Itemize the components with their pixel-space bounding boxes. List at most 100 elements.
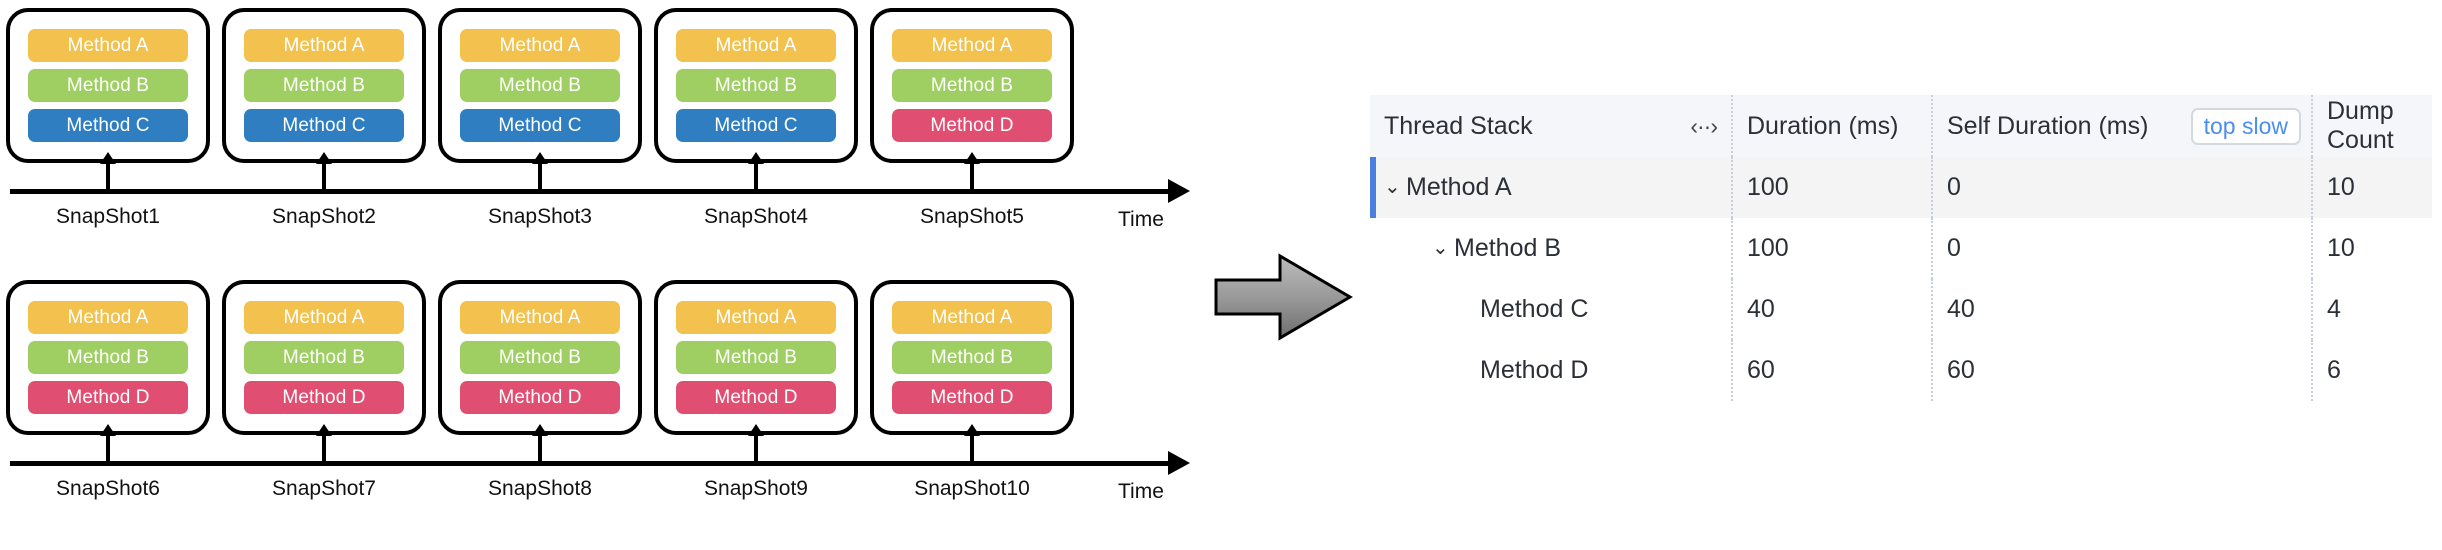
tick-cell (432, 152, 648, 189)
column-header-thread-stack[interactable]: Thread Stack ‹··› (1370, 95, 1733, 157)
snapshot-slot: Method A Method B Method D (216, 280, 432, 440)
snapshot-slot: Method A Method B Method D (648, 280, 864, 440)
method-bar: Method C (676, 109, 836, 142)
method-bar: Method A (244, 29, 404, 62)
tick-cell (432, 424, 648, 461)
snapshot-card[interactable]: Method A Method B Method C (222, 8, 426, 163)
column-header-duration[interactable]: Duration (ms) (1732, 95, 1933, 157)
table-row[interactable]: Method C 40 40 4 (1370, 279, 2432, 340)
tick-cell (216, 152, 432, 189)
cell-thread-stack[interactable]: Method D (1370, 340, 1733, 401)
timeline-row-1: Method A Method B Method C Method A Meth… (0, 8, 1200, 270)
thread-stack-table: Thread Stack ‹··› Duration (ms) Self Dur… (1370, 95, 2432, 401)
snapshot-slot: Method A Method B Method D (0, 280, 216, 440)
top-slow-button[interactable]: top slow (2190, 107, 2301, 145)
column-header-dump-count[interactable]: Dump Count (2312, 95, 2432, 157)
method-bar: Method B (892, 341, 1052, 374)
column-header-label: Duration (ms) (1747, 111, 1899, 140)
method-bar: Method B (244, 69, 404, 102)
table-row[interactable]: Method D 60 60 6 (1370, 340, 2432, 401)
method-bar: Method D (28, 381, 188, 414)
tick-strip (0, 424, 1160, 461)
method-bar: Method B (676, 69, 836, 102)
time-axis-arrow-icon (1168, 451, 1190, 475)
table-header-row: Thread Stack ‹··› Duration (ms) Self Dur… (1370, 95, 2432, 157)
method-bar: Method D (244, 381, 404, 414)
cell-dump-count: 6 (2312, 340, 2432, 401)
table-row[interactable]: ⌄ Method A 100 0 10 (1370, 157, 2432, 218)
chevron-down-icon[interactable]: ⌄ (1432, 237, 1449, 259)
snapshot-card[interactable]: Method A Method B Method C (438, 8, 642, 163)
time-axis-label: Time (1118, 208, 1164, 231)
snapshot-slot: Method A Method B Method C (216, 8, 432, 168)
snapshot-card[interactable]: Method A Method B Method D (6, 280, 210, 435)
method-bar: Method B (244, 341, 404, 374)
cell-dump-count: 4 (2312, 279, 2432, 340)
method-name: Method A (1406, 173, 1512, 201)
snapshot-card[interactable]: Method A Method B Method D (654, 280, 858, 435)
timeline-tick-icon (748, 424, 764, 461)
method-bar: Method A (676, 301, 836, 334)
cell-thread-stack[interactable]: Method C (1370, 279, 1733, 340)
time-axis-arrow-icon (1168, 179, 1190, 203)
axis-label-strip: SnapShot1 SnapShot2 SnapShot3 SnapShot4 … (0, 200, 1160, 234)
snapshot-card[interactable]: Method A Method B Method D (870, 8, 1074, 163)
snapshot-card[interactable]: Method A Method B Method D (222, 280, 426, 435)
snapshot-card-row-2: Method A Method B Method D Method A Meth… (0, 280, 1160, 440)
tick-cell (864, 152, 1080, 189)
method-bar: Method D (676, 381, 836, 414)
snapshot-label: SnapShot1 (56, 205, 160, 228)
snapshot-label: SnapShot5 (920, 205, 1024, 228)
table-row[interactable]: ⌄ Method B 100 0 10 (1370, 218, 2432, 279)
timeline-tick-icon (964, 424, 980, 461)
timeline-tick-icon (532, 152, 548, 189)
column-resize-icon[interactable]: ‹··› (1690, 112, 1718, 139)
cell-thread-stack[interactable]: ⌄ Method B (1370, 218, 1733, 279)
snapshot-card[interactable]: Method A Method B Method C (654, 8, 858, 163)
cell-dump-count: 10 (2312, 157, 2432, 218)
cell-dump-count: 10 (2312, 218, 2432, 279)
method-bar: Method A (892, 29, 1052, 62)
method-bar: Method B (460, 341, 620, 374)
tick-cell (864, 424, 1080, 461)
column-header-label: Self Duration (ms) (1947, 111, 2149, 140)
snapshot-slot: Method A Method B Method D (432, 280, 648, 440)
timeline-tick-icon (748, 152, 764, 189)
snapshot-label: SnapShot6 (56, 477, 160, 500)
method-name: Method D (1480, 356, 1589, 384)
timeline-tick-icon (532, 424, 548, 461)
cell-self-duration: 60 (1932, 340, 2313, 401)
time-axis-line (10, 461, 1170, 466)
method-name: Method B (1454, 234, 1562, 262)
snapshot-timeline-diagram: Method A Method B Method C Method A Meth… (0, 0, 1200, 550)
snapshot-label: SnapShot9 (704, 477, 808, 500)
method-name: Method C (1480, 295, 1589, 323)
timeline-tick-icon (100, 424, 116, 461)
snapshot-card[interactable]: Method A Method B Method D (438, 280, 642, 435)
method-bar: Method A (460, 301, 620, 334)
snapshot-label: SnapShot4 (704, 205, 808, 228)
chevron-down-icon[interactable]: ⌄ (1384, 176, 1401, 198)
method-bar: Method A (28, 29, 188, 62)
column-header-label: Dump Count (2327, 97, 2394, 154)
snapshot-card[interactable]: Method A Method B Method D (870, 280, 1074, 435)
snapshot-label: SnapShot2 (272, 205, 376, 228)
column-header-self-duration[interactable]: Self Duration (ms) top slow (1932, 95, 2313, 157)
tick-cell (648, 424, 864, 461)
table-body: ⌄ Method A 100 0 10 ⌄ Method B (1370, 157, 2432, 401)
timeline-tick-icon (316, 424, 332, 461)
axis-label-strip: SnapShot6 SnapShot7 SnapShot8 SnapShot9 … (0, 472, 1160, 506)
method-bar: Method B (460, 69, 620, 102)
cell-self-duration: 40 (1932, 279, 2313, 340)
method-bar: Method A (892, 301, 1052, 334)
snapshot-label: SnapShot3 (488, 205, 592, 228)
snapshot-slot: Method A Method B Method C (0, 8, 216, 168)
snapshot-slot: Method A Method B Method C (432, 8, 648, 168)
snapshot-card[interactable]: Method A Method B Method C (6, 8, 210, 163)
timeline-tick-icon (100, 152, 116, 189)
tick-strip (0, 152, 1160, 189)
cell-duration: 40 (1732, 279, 1933, 340)
cell-thread-stack[interactable]: ⌄ Method A (1370, 157, 1733, 218)
cell-self-duration: 0 (1932, 218, 2313, 279)
